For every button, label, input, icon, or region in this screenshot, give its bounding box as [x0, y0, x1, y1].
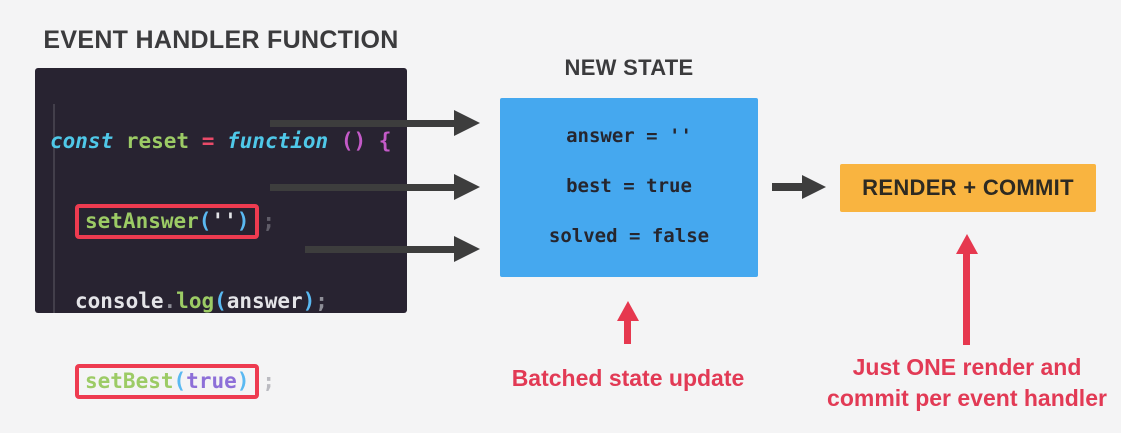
code-token: setBest: [85, 369, 174, 393]
code-token: log: [176, 289, 215, 313]
one-render-caption-line2: commit per event handler: [827, 385, 1107, 411]
render-commit-label: RENDER + COMMIT: [862, 175, 1074, 200]
code-token: reset: [125, 129, 202, 153]
state-entry-solved: solved = false: [548, 225, 710, 247]
new-state-box: answer = '' best = true solved = false: [500, 98, 758, 277]
code-token: (: [173, 369, 187, 393]
code-text: const reset = function () { setAnswer(''…: [50, 77, 391, 433]
code-token: '': [211, 209, 237, 233]
code-token: ;: [262, 369, 276, 393]
batched-state-caption: Batched state update: [511, 365, 745, 391]
code-token: console: [75, 289, 164, 313]
event-handler-title: EVENT HANDLER FUNCTION: [43, 26, 399, 54]
code-token: ): [236, 369, 250, 393]
arrow-setbest-to-state: [270, 174, 480, 200]
code-token: (): [340, 129, 379, 153]
arrow-head-icon: [454, 174, 480, 200]
code-token: (: [214, 289, 227, 313]
state-entry-answer: answer = '': [566, 125, 692, 147]
code-token: true: [186, 369, 237, 393]
render-commit-box: RENDER + COMMIT: [840, 164, 1096, 212]
up-arrow-shaft-batched: [624, 319, 631, 344]
one-render-caption: Just ONE render and commit per event han…: [817, 352, 1117, 414]
code-line-1: const reset = function () {: [50, 125, 391, 157]
highlight-box-setanswer: setAnswer(''): [75, 204, 260, 239]
up-arrow-shaft-render: [963, 252, 970, 345]
arrow-shaft: [270, 184, 456, 191]
code-token: {: [378, 129, 392, 153]
code-token: ;: [315, 289, 328, 313]
up-arrow-icon-render: [956, 234, 978, 254]
code-token: .: [163, 289, 177, 313]
code-token: answer: [226, 289, 303, 313]
code-token: (: [198, 209, 212, 233]
arrow-head-icon: [454, 110, 480, 136]
indent-guide: [53, 104, 55, 314]
arrow-setsolved-to-state: [305, 236, 483, 262]
arrow-setanswer-to-state: [270, 110, 480, 136]
code-line-4: setBest(true);: [75, 364, 391, 399]
up-arrow-icon-batched: [617, 301, 639, 321]
arrow-state-to-render: [772, 175, 828, 199]
code-line-2: setAnswer('');: [75, 204, 391, 239]
arrow-shaft: [270, 120, 456, 127]
arrow-shaft: [305, 246, 456, 253]
code-token: const: [50, 129, 126, 153]
code-token: setAnswer: [85, 209, 199, 233]
one-render-caption-line1: Just ONE render and: [852, 354, 1082, 380]
code-token: ;: [262, 209, 276, 233]
code-token: ): [302, 289, 316, 313]
state-entry-best: best = true: [566, 175, 692, 197]
arrow-head-icon: [802, 175, 826, 199]
new-state-title: NEW STATE: [564, 55, 694, 80]
code-token: ): [236, 209, 250, 233]
arrow-head-icon: [454, 236, 480, 262]
arrow-shaft: [772, 183, 804, 191]
code-token: function: [227, 129, 341, 153]
highlight-box-setbest: setBest(true): [75, 364, 260, 399]
code-line-3: console.log(answer);: [75, 285, 391, 317]
code-token: =: [201, 129, 228, 153]
